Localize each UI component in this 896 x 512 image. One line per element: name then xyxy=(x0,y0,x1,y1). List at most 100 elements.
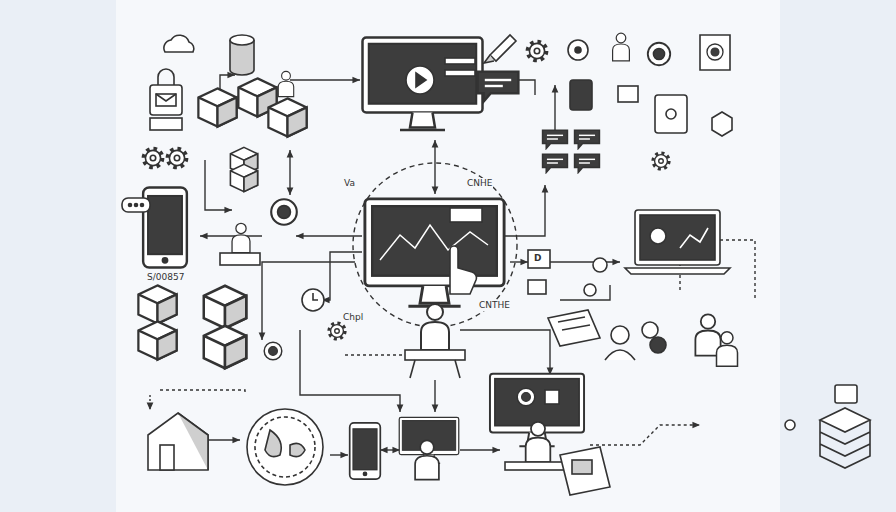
box-label: D xyxy=(533,253,542,264)
line-art xyxy=(618,86,638,102)
line-art xyxy=(717,332,738,367)
line-art xyxy=(625,268,730,274)
screen-label: Va xyxy=(343,178,356,189)
line-art xyxy=(707,44,723,60)
line-art xyxy=(460,449,500,450)
line-art xyxy=(611,326,629,344)
line-art xyxy=(416,73,426,87)
line-art xyxy=(150,85,182,115)
line-art xyxy=(329,323,345,339)
line-art xyxy=(149,395,150,410)
line-art xyxy=(680,228,708,248)
line-art xyxy=(156,94,176,106)
line-art xyxy=(650,228,666,244)
line-art xyxy=(268,98,306,136)
line-art xyxy=(820,408,870,432)
line-art xyxy=(262,262,355,340)
line-art xyxy=(605,350,635,360)
line-art xyxy=(445,70,475,76)
line-art xyxy=(835,385,857,403)
device-code: S/00857 xyxy=(146,272,185,283)
line-art xyxy=(568,40,588,60)
line-art xyxy=(138,321,176,359)
line-art xyxy=(648,43,670,65)
line-art xyxy=(550,261,620,262)
line-art xyxy=(528,280,546,294)
line-art xyxy=(528,42,546,60)
line-art xyxy=(247,409,323,485)
line-art xyxy=(558,317,585,322)
line-art xyxy=(122,198,150,212)
line-art xyxy=(526,422,551,462)
line-art xyxy=(168,149,186,167)
line-art xyxy=(450,246,476,294)
screen-label: CNTHE xyxy=(478,300,511,311)
line-art xyxy=(141,204,144,207)
line-art xyxy=(204,326,247,369)
line-art xyxy=(164,35,194,52)
line-art xyxy=(200,235,262,236)
line-art xyxy=(575,130,600,148)
line-art xyxy=(198,88,236,126)
line-art xyxy=(255,417,315,477)
line-art xyxy=(415,440,439,479)
line-art xyxy=(350,423,381,479)
line-art xyxy=(322,252,362,300)
line-art xyxy=(635,210,720,265)
side-band xyxy=(780,0,896,512)
side-band xyxy=(0,0,116,512)
line-art xyxy=(313,293,318,300)
line-art xyxy=(406,66,434,94)
line-art xyxy=(593,258,607,272)
line-art xyxy=(560,285,610,300)
line-art xyxy=(434,140,435,194)
line-art xyxy=(584,284,596,296)
left-icons xyxy=(122,187,345,368)
line-art xyxy=(271,199,297,225)
line-art xyxy=(278,71,293,96)
line-art xyxy=(575,47,581,53)
line-art xyxy=(490,35,516,61)
bottom-icons xyxy=(148,374,870,495)
line-art xyxy=(545,390,559,404)
line-art xyxy=(300,330,400,412)
line-art xyxy=(640,215,715,260)
connector-lines xyxy=(150,75,755,455)
line-art xyxy=(365,199,504,306)
line-art xyxy=(264,342,282,360)
line-art xyxy=(666,109,676,119)
line-art xyxy=(613,33,630,61)
line-art xyxy=(405,350,465,360)
line-art xyxy=(156,94,176,101)
line-art xyxy=(548,310,600,346)
line-art xyxy=(296,235,362,236)
line-art xyxy=(455,360,460,378)
line-art xyxy=(158,69,174,85)
line-art xyxy=(232,223,250,252)
line-art xyxy=(204,286,247,329)
line-art xyxy=(560,447,610,495)
line-art xyxy=(478,72,519,102)
line-art xyxy=(160,445,174,470)
line-art xyxy=(528,250,550,268)
line-art xyxy=(380,449,400,450)
line-art xyxy=(205,160,232,210)
line-art xyxy=(562,325,590,330)
line-art xyxy=(517,388,535,406)
line-art xyxy=(554,85,555,130)
line-art xyxy=(445,58,475,64)
line-art xyxy=(421,304,449,350)
line-art xyxy=(650,337,666,353)
line-art xyxy=(590,425,700,445)
line-art xyxy=(143,187,187,267)
line-art xyxy=(785,420,795,430)
screen-label: CNHE xyxy=(466,178,493,189)
line-art xyxy=(144,149,162,167)
line-art xyxy=(220,253,260,265)
line-art xyxy=(289,150,290,195)
line-art xyxy=(505,185,545,236)
center-workstation xyxy=(363,38,551,379)
